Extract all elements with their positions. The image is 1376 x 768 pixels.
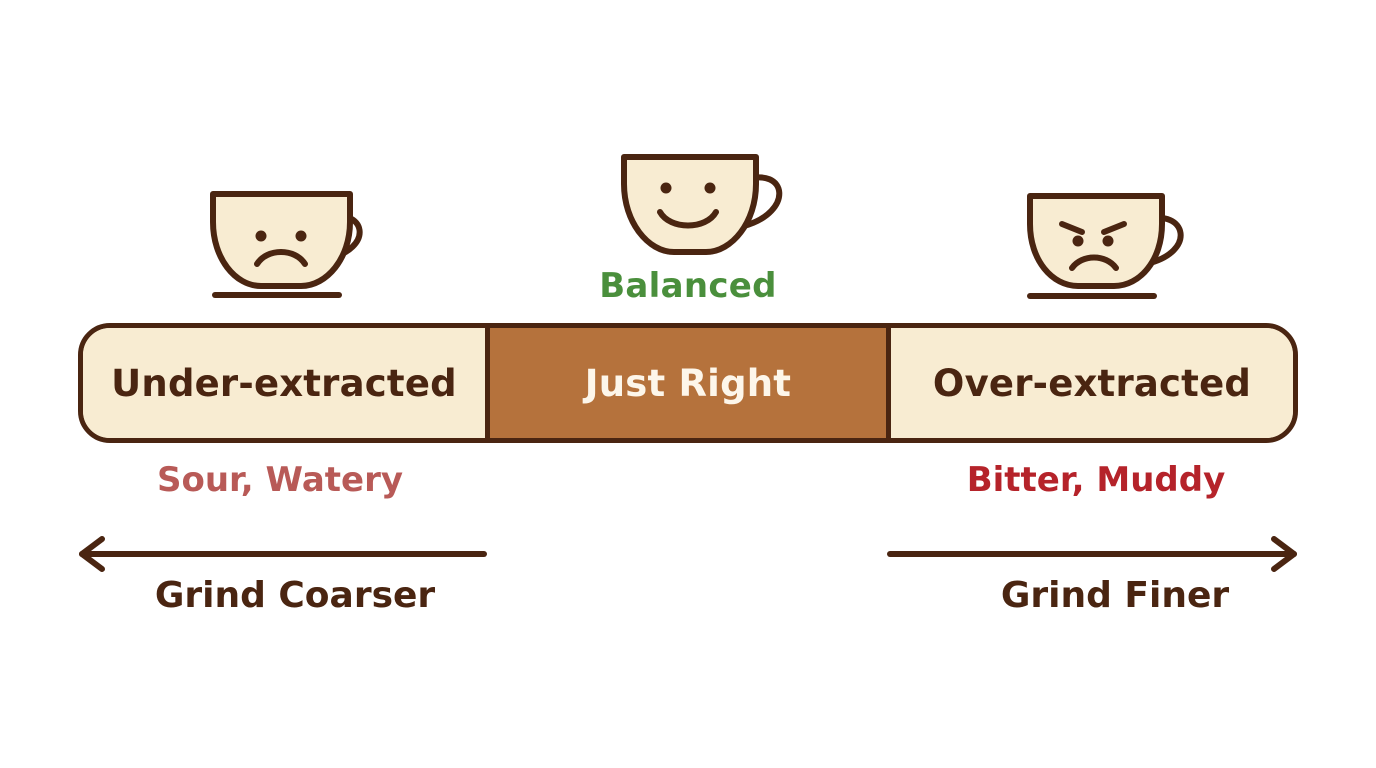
- arrow-right-icon: [886, 534, 1306, 574]
- segment-over-extracted: Over-extracted: [891, 328, 1293, 438]
- taste-under-extracted: Sour, Watery: [156, 460, 404, 500]
- segment-under-extracted: Under-extracted: [83, 328, 485, 438]
- extraction-scale-bar: Under-extracted Just Right Over-extracte…: [78, 323, 1298, 443]
- grind-finer-label: Grind Finer: [1000, 575, 1230, 616]
- taste-over-extracted: Bitter, Muddy: [966, 460, 1226, 500]
- segment-just-right: Just Right: [485, 328, 891, 438]
- sad-cup-icon: [205, 188, 375, 300]
- angry-cup-icon: [1022, 190, 1192, 302]
- grind-coarser-label: Grind Coarser: [154, 575, 436, 616]
- balanced-label: Balanced: [599, 266, 777, 306]
- happy-cup-icon: [618, 152, 788, 256]
- arrow-left-icon: [74, 534, 494, 574]
